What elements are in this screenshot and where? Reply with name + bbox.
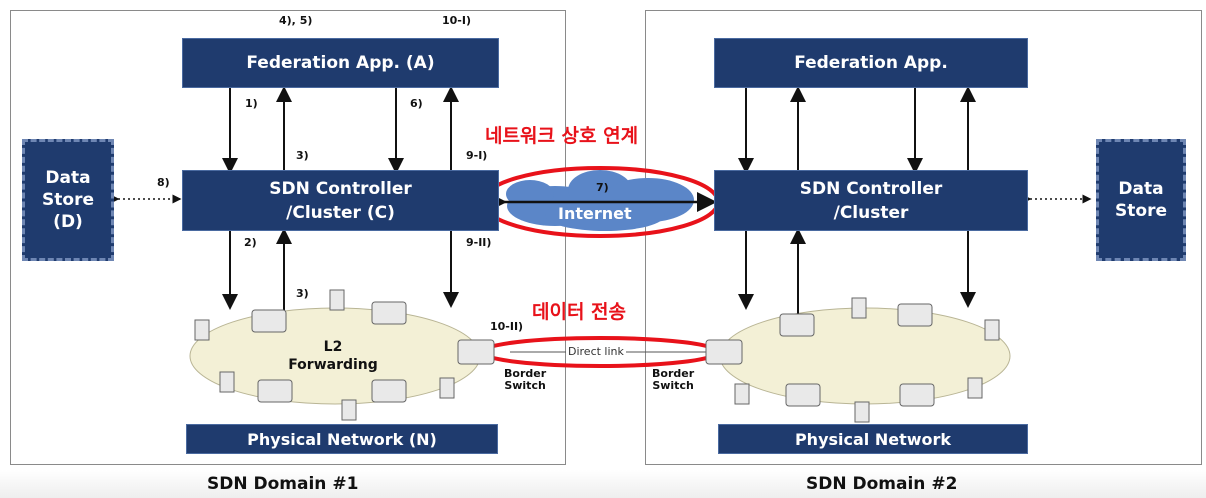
- l2-forwarding-label: L2 Forwarding: [278, 338, 388, 374]
- controller-2-line1: SDN Controller: [799, 178, 943, 199]
- controller-c-line2: /Cluster (C): [286, 202, 395, 223]
- domain2-forwarding-ring: [719, 307, 1011, 405]
- federation-app-a-box: Federation App. (A): [182, 38, 499, 88]
- data-store-box-2: Data Store: [1096, 139, 1186, 261]
- controller-2-line2: /Cluster: [833, 202, 909, 223]
- data-store-2-line2: Store: [1115, 201, 1167, 221]
- sdn-controller-c-box: SDN Controller /Cluster (C): [182, 170, 499, 231]
- step-10-ii-label: 10-II): [490, 320, 524, 333]
- direct-link-label: Direct link: [566, 345, 626, 358]
- data-store-2-line1: Data: [1118, 179, 1164, 199]
- step-3b-label: 3): [296, 287, 309, 300]
- step-9-ii-label: 9-II): [466, 236, 492, 249]
- interconnect-annotation: 네트워크 상호 연계: [485, 125, 639, 147]
- border-switch-2-label: Border Switch: [652, 368, 694, 392]
- step-6-label: 6): [410, 97, 423, 110]
- federation-app-2-label: Federation App.: [794, 53, 948, 73]
- step-1-label: 1): [245, 97, 258, 110]
- border-switch-2-line1: Border: [652, 367, 695, 380]
- border-switch-2-line2: Switch: [652, 379, 694, 392]
- federation-app-a-label: Federation App. (A): [246, 53, 435, 73]
- l2-line2: Forwarding: [288, 357, 378, 373]
- step-7-label: 7): [596, 181, 609, 194]
- physical-network-n-box: Physical Network (N): [186, 424, 498, 454]
- step-3a-label: 3): [296, 149, 309, 162]
- sdn-domain-1-caption: SDN Domain #1: [207, 474, 359, 494]
- step-4-5-label: 4), 5): [279, 14, 313, 27]
- step-8-label: 8): [157, 176, 170, 189]
- border-switch-1-line2: Switch: [504, 379, 546, 392]
- data-store-d-box: Data Store (D): [22, 139, 114, 261]
- physical-network-2-label: Physical Network: [794, 429, 952, 449]
- internet-label: Internet: [558, 204, 632, 223]
- physical-network-box-2: Physical Network: [718, 424, 1028, 454]
- data-store-d-line2: Store: [42, 190, 94, 210]
- step-9-i-label: 9-I): [466, 149, 488, 162]
- data-store-d-line3: (D): [53, 212, 83, 232]
- border-switch-1-label: Border Switch: [504, 368, 546, 392]
- step-2-label: 2): [244, 236, 257, 249]
- physical-network-n-label: Physical Network (N): [247, 429, 437, 449]
- controller-c-line1: SDN Controller: [269, 178, 412, 199]
- data-store-d-line1: Data: [45, 168, 91, 188]
- sdn-domain-2-caption: SDN Domain #2: [806, 474, 958, 494]
- border-switch-1-line1: Border: [504, 367, 547, 380]
- bottom-fade: [0, 470, 1206, 498]
- sdn-controller-box-2: SDN Controller /Cluster: [714, 170, 1028, 231]
- step-10-i-label: 10-I): [442, 14, 471, 27]
- l2-line1: L2: [323, 339, 343, 355]
- data-transfer-annotation: 데이터 전송: [532, 301, 627, 323]
- federation-app-box-2: Federation App.: [714, 38, 1028, 88]
